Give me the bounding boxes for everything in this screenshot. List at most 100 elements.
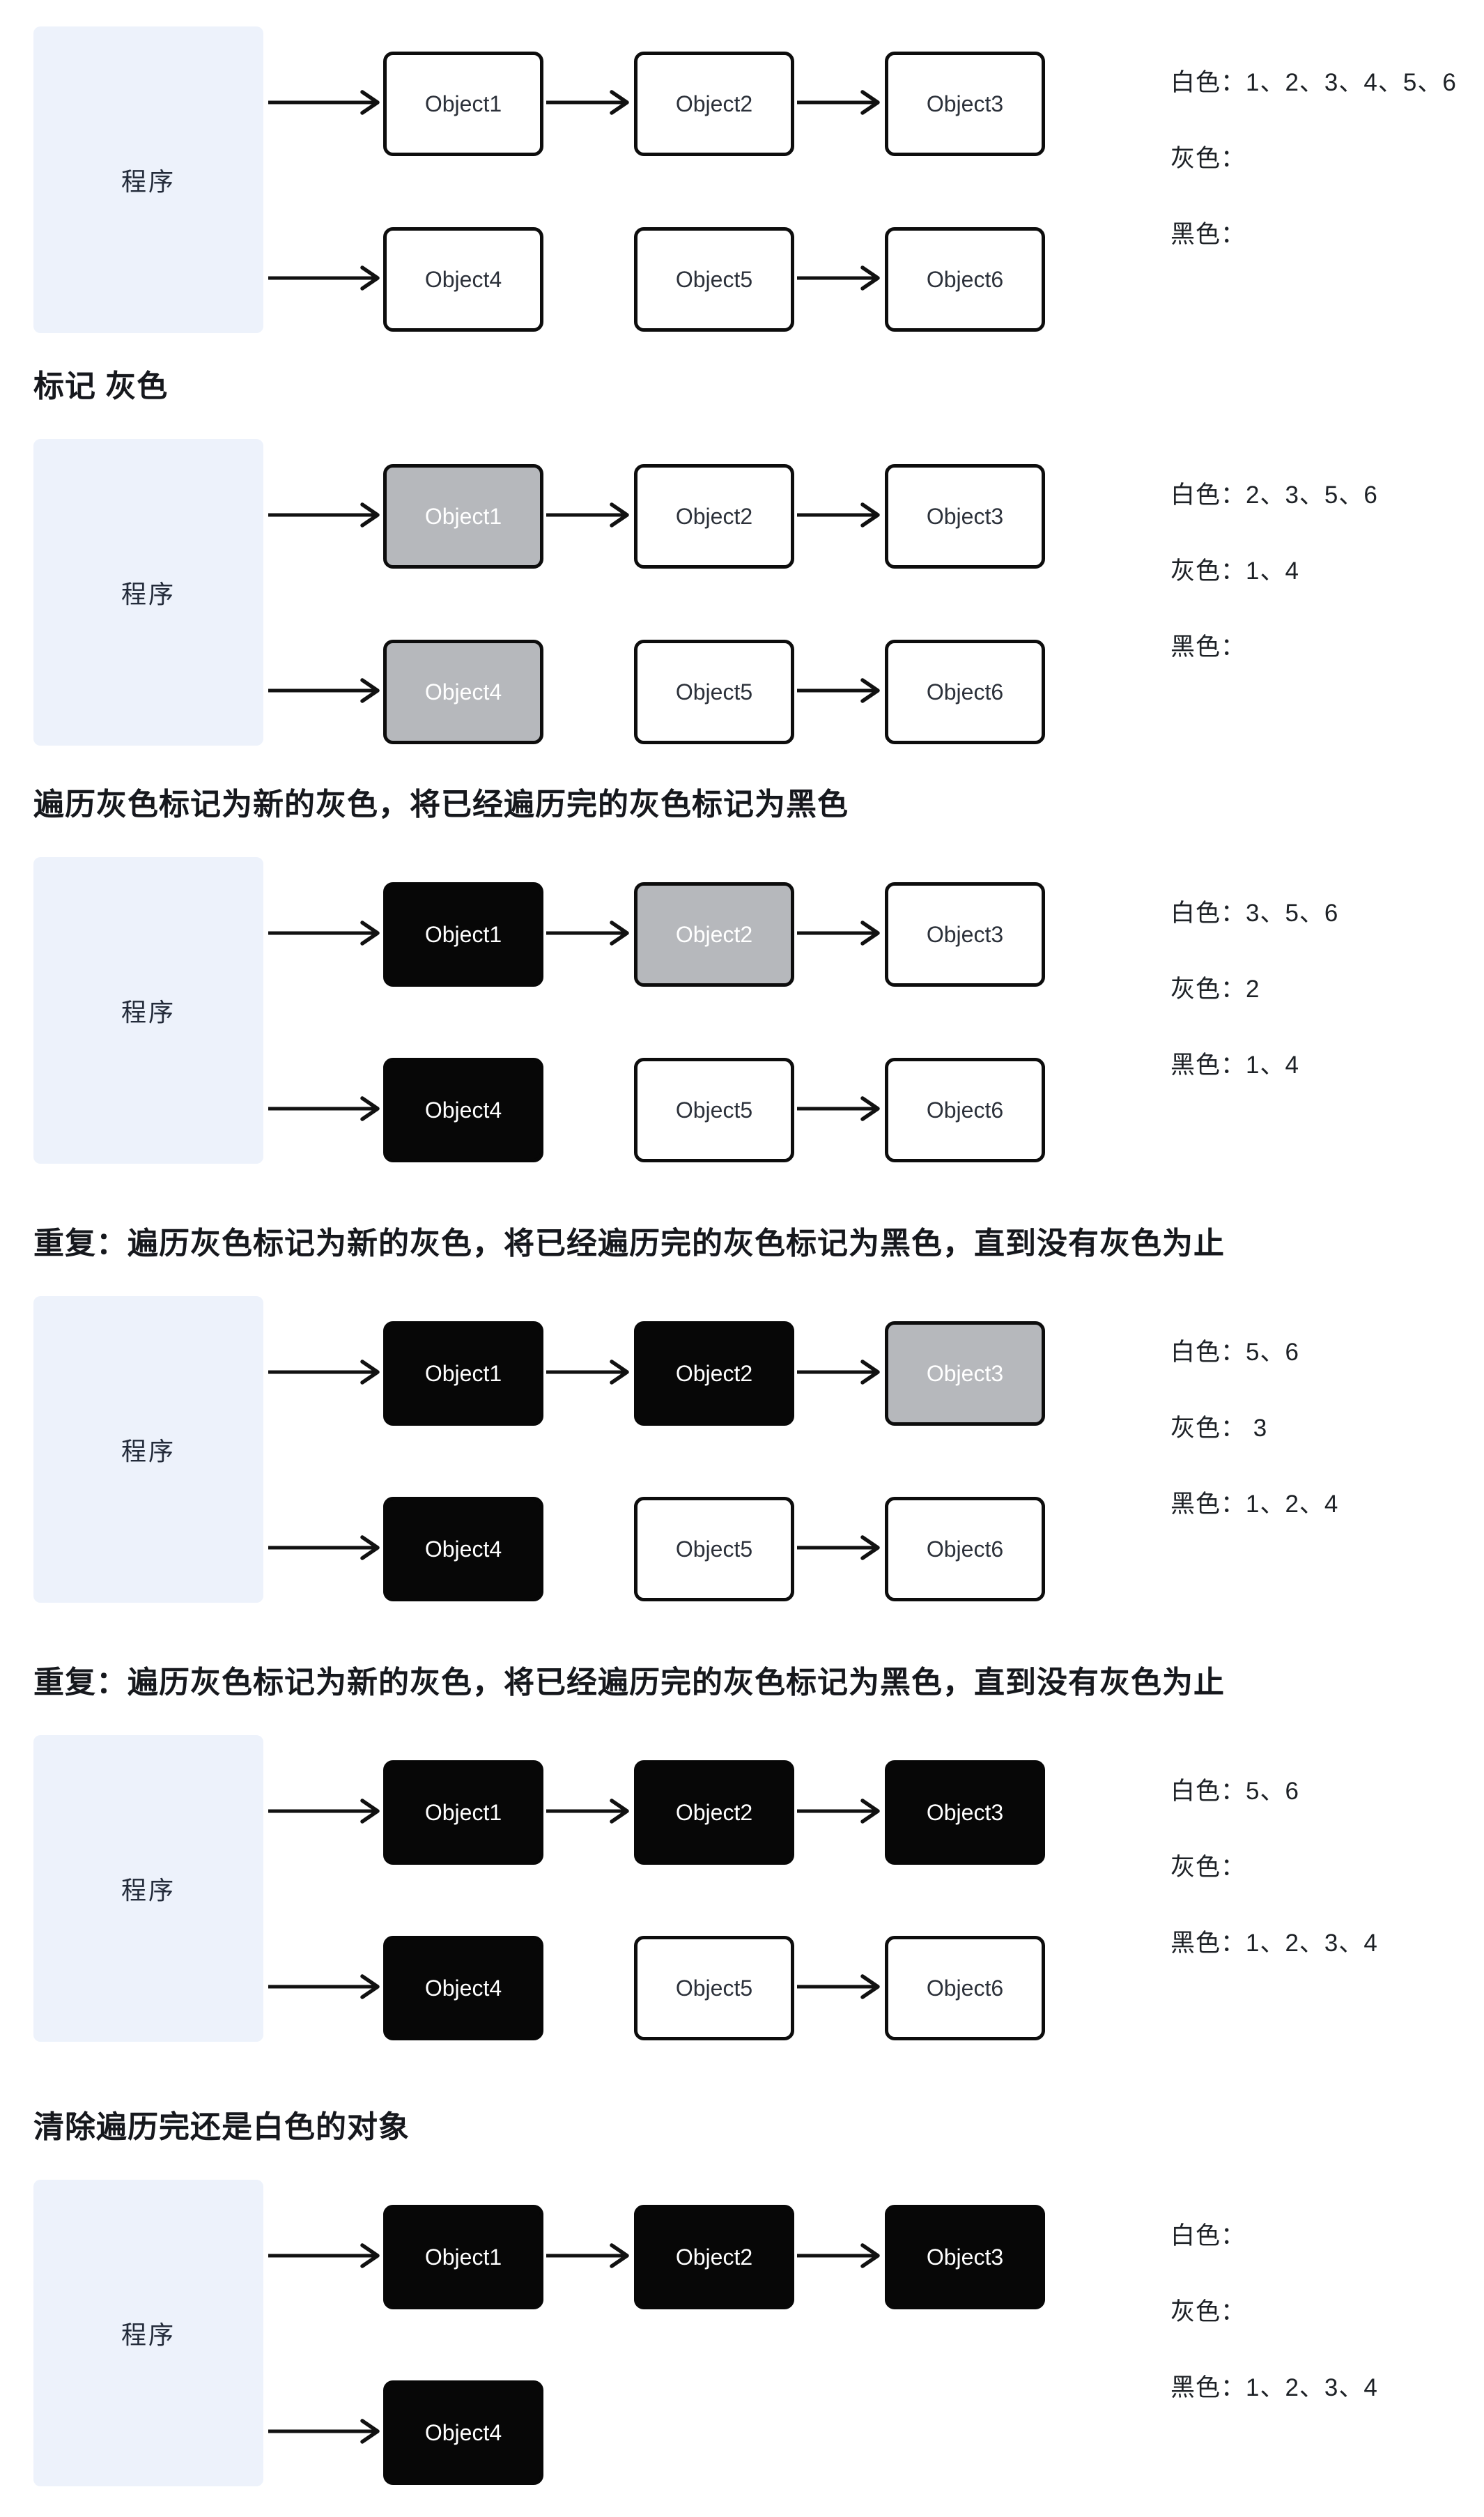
arrow-object1-to-object2 <box>546 921 629 946</box>
arrow-program-to-object4 <box>268 265 380 291</box>
arrow-program-to-object4 <box>268 1535 380 1560</box>
object-label: Object1 <box>424 503 502 529</box>
object-box-1: Object1 <box>383 52 543 156</box>
legend-black: 黑色： <box>1170 221 1246 248</box>
object-label: Object2 <box>675 91 753 116</box>
object-box-3: Object3 <box>885 1760 1045 1865</box>
object-box-1: Object1 <box>383 882 543 987</box>
legend: 白色：5、6 灰色： 3 黑色：1、2、4 <box>1170 1296 1484 1603</box>
legend-black: 黑色：1、2、3、4 <box>1170 1930 1378 1957</box>
legend-white: 白色： <box>1170 2222 1246 2249</box>
object-label: Object2 <box>675 2244 753 2270</box>
legend: 白色：1、2、3、4、5、6 灰色： 黑色： <box>1170 26 1484 333</box>
object-label: Object4 <box>424 1536 502 1562</box>
legend-white: 白色：2、3、5、6 <box>1170 482 1378 509</box>
legend: 白色：3、5、6 灰色：2 黑色：1、4 <box>1170 857 1484 1164</box>
object-label: Object4 <box>424 1975 502 2001</box>
program-label: 程序 <box>121 580 176 608</box>
object-label: Object1 <box>424 1360 502 1386</box>
object-box-2: Object2 <box>634 464 794 569</box>
object-box-3: Object3 <box>885 2205 1045 2309</box>
stage-title: 清除遍历完还是白色的对象 <box>33 2110 410 2144</box>
object-box-6: Object6 <box>885 640 1045 744</box>
object-label: Object2 <box>675 1799 753 1825</box>
object-label: Object1 <box>424 921 502 947</box>
legend-gray: 灰色： <box>1170 2298 1246 2325</box>
legend-gray: 灰色： 3 <box>1170 1415 1268 1442</box>
object-label: Object3 <box>926 1360 1004 1386</box>
legend-white: 白色：5、6 <box>1170 1339 1299 1366</box>
object-label: Object3 <box>926 2244 1004 2270</box>
object-box-3: Object3 <box>885 882 1045 987</box>
object-box-4: Object4 <box>383 1497 543 1601</box>
arrow-object1-to-object2 <box>546 2243 629 2268</box>
object-box-3: Object3 <box>885 52 1045 156</box>
object-box-5: Object5 <box>634 1058 794 1162</box>
arrow-program-to-object4 <box>268 678 380 703</box>
object-label: Object1 <box>424 2244 502 2270</box>
object-box-1: Object1 <box>383 1321 543 1426</box>
object-label: Object5 <box>675 1097 753 1123</box>
arrow-object2-to-object3 <box>797 921 880 946</box>
legend-black: 黑色：1、2、4 <box>1170 1491 1339 1518</box>
object-label: Object4 <box>424 1097 502 1123</box>
object-box-4: Object4 <box>383 1936 543 2040</box>
object-label: Object6 <box>926 679 1004 705</box>
object-label: Object5 <box>675 1975 753 2001</box>
object-label: Object1 <box>424 91 502 116</box>
legend: 白色：2、3、5、6 灰色：1、4 黑色： <box>1170 439 1484 746</box>
object-label: Object6 <box>926 1536 1004 1562</box>
stage-5: 重复：遍历灰色标记为新的灰色，将已经遍历完的灰色标记为黑色，直到没有灰色为止 程… <box>0 1665 1484 2042</box>
object-label: Object2 <box>675 921 753 947</box>
arrow-object5-to-object6 <box>797 265 880 291</box>
object-box-3: Object3 <box>885 1321 1045 1426</box>
arrow-program-to-object4 <box>268 1096 380 1121</box>
object-box-5: Object5 <box>634 1497 794 1601</box>
object-box-4: Object4 <box>383 1058 543 1162</box>
arrow-object5-to-object6 <box>797 1535 880 1560</box>
object-label: Object6 <box>926 1097 1004 1123</box>
stage-6: 清除遍历完还是白色的对象 程序 Object1 Object2 Object3 … <box>0 2110 1484 2486</box>
program-box: 程序 <box>33 439 263 746</box>
arrow-program-to-object1 <box>268 921 380 946</box>
object-label: Object6 <box>926 1975 1004 2001</box>
stage-4: 重复：遍历灰色标记为新的灰色，将已经遍历完的灰色标记为黑色，直到没有灰色为止 程… <box>0 1226 1484 1603</box>
object-box-2: Object2 <box>634 1321 794 1426</box>
object-label: Object2 <box>675 1360 753 1386</box>
object-label: Object4 <box>424 266 502 292</box>
object-label: Object5 <box>675 266 753 292</box>
object-box-1: Object1 <box>383 464 543 569</box>
stage-title: 遍历灰色标记为新的灰色，将已经遍历完的灰色标记为黑色 <box>33 787 849 822</box>
stage-title: 重复：遍历灰色标记为新的灰色，将已经遍历完的灰色标记为黑色，直到没有灰色为止 <box>33 1226 1225 1261</box>
legend-black: 黑色： <box>1170 633 1246 661</box>
object-box-6: Object6 <box>885 1936 1045 2040</box>
arrow-object2-to-object3 <box>797 1360 880 1385</box>
arrow-object1-to-object2 <box>546 1360 629 1385</box>
object-label: Object3 <box>926 921 1004 947</box>
program-box: 程序 <box>33 1296 263 1603</box>
program-box: 程序 <box>33 1735 263 2042</box>
object-box-2: Object2 <box>634 882 794 987</box>
object-box-5: Object5 <box>634 640 794 744</box>
stage-title: 标记 灰色 <box>33 369 169 403</box>
object-label: Object5 <box>675 1536 753 1562</box>
legend-gray: 灰色：2 <box>1170 976 1260 1003</box>
arrow-program-to-object1 <box>268 502 380 528</box>
legend-black: 黑色：1、4 <box>1170 1052 1299 1079</box>
object-box-4: Object4 <box>383 227 543 332</box>
object-label: Object3 <box>926 503 1004 529</box>
program-label: 程序 <box>121 1437 176 1465</box>
program-box: 程序 <box>33 26 263 333</box>
program-box: 程序 <box>33 857 263 1164</box>
object-box-2: Object2 <box>634 52 794 156</box>
program-label: 程序 <box>121 2320 176 2349</box>
legend-gray: 灰色： <box>1170 1854 1246 1881</box>
legend: 白色：5、6 灰色： 黑色：1、2、3、4 <box>1170 1735 1484 2042</box>
object-label: Object4 <box>424 679 502 705</box>
object-box-6: Object6 <box>885 1497 1045 1601</box>
arrow-program-to-object4 <box>268 1974 380 1999</box>
legend: 白色： 灰色： 黑色：1、2、3、4 <box>1170 2180 1484 2486</box>
stage-title: 重复：遍历灰色标记为新的灰色，将已经遍历完的灰色标记为黑色，直到没有灰色为止 <box>33 1665 1225 1700</box>
object-box-2: Object2 <box>634 1760 794 1865</box>
arrow-object1-to-object2 <box>546 1799 629 1824</box>
